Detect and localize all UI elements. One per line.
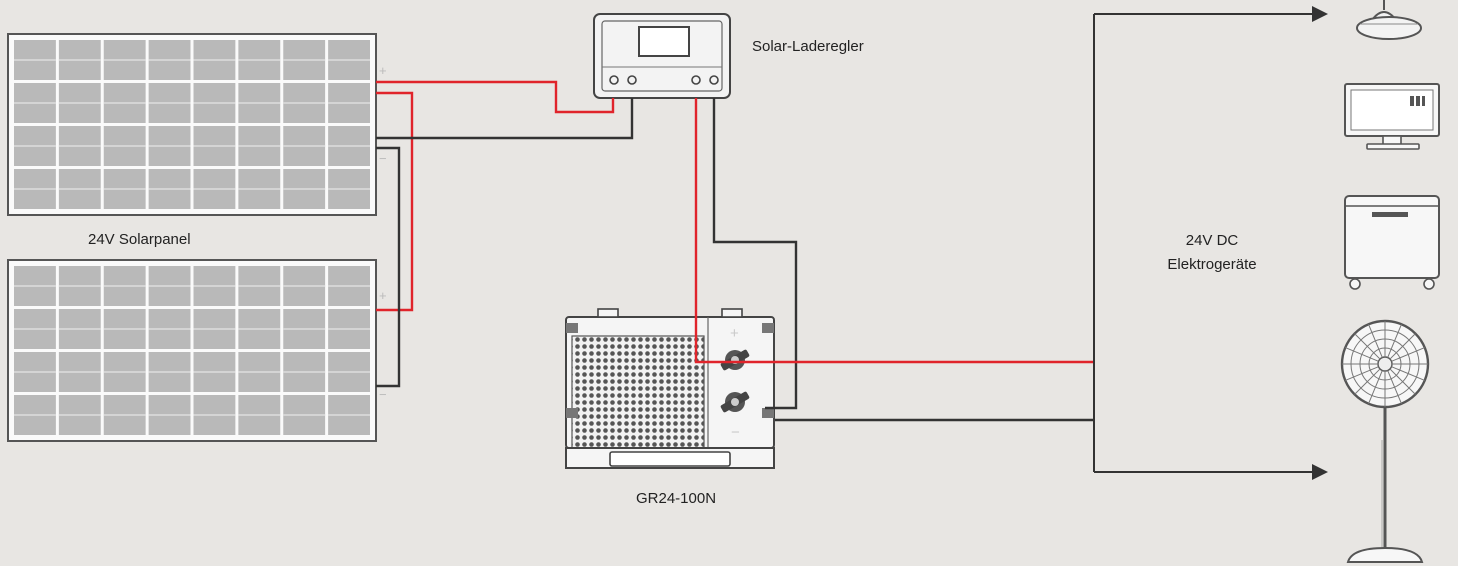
ceiling-lamp-icon [1356, 0, 1422, 40]
fan-spoke [1391, 366, 1425, 381]
fan-spoke [1368, 370, 1383, 404]
fan-spoke [1389, 368, 1416, 395]
panel1-plus-sign: + [379, 63, 387, 78]
battery-minus-sign: − [731, 424, 740, 441]
battery-label: GR24-100N [636, 490, 717, 507]
controller-label: Solar-Laderegler [752, 38, 864, 55]
fridge-icon [1344, 195, 1440, 290]
battery-plus-sign: + [730, 325, 739, 342]
panel2-minus-sign: − [379, 387, 387, 402]
fan-spoke [1387, 324, 1402, 358]
fan-spoke [1387, 370, 1402, 404]
solar-panel-icon [7, 259, 377, 442]
standing-fan-icon [1340, 319, 1430, 563]
battery-icon [565, 308, 775, 469]
solar-panel-icon [7, 33, 377, 216]
fan-spoke [1354, 333, 1381, 360]
fan-spoke [1354, 368, 1381, 395]
solar-wiring [376, 80, 634, 388]
solar-panel-label: 24V Solarpanel [88, 231, 191, 248]
panel2-plus-sign: + [379, 288, 387, 303]
controller-battery-wiring [694, 98, 798, 410]
load-wiring [735, 6, 1328, 480]
fan-spoke [1345, 366, 1379, 381]
panel1-minus-sign: − [379, 151, 387, 166]
charge-controller-icon [593, 13, 731, 99]
appliances-label-line2: Elektrogeräte [1167, 256, 1257, 273]
battery-positive-terminal [720, 349, 750, 371]
fan-spoke [1389, 333, 1416, 360]
fan-spoke [1345, 347, 1379, 362]
monitor-icon [1344, 83, 1440, 150]
battery-negative-terminal [720, 391, 750, 413]
fan-spoke [1368, 324, 1383, 358]
fan-spoke [1391, 347, 1425, 362]
appliances-label-line1: 24V DC [1185, 232, 1239, 249]
